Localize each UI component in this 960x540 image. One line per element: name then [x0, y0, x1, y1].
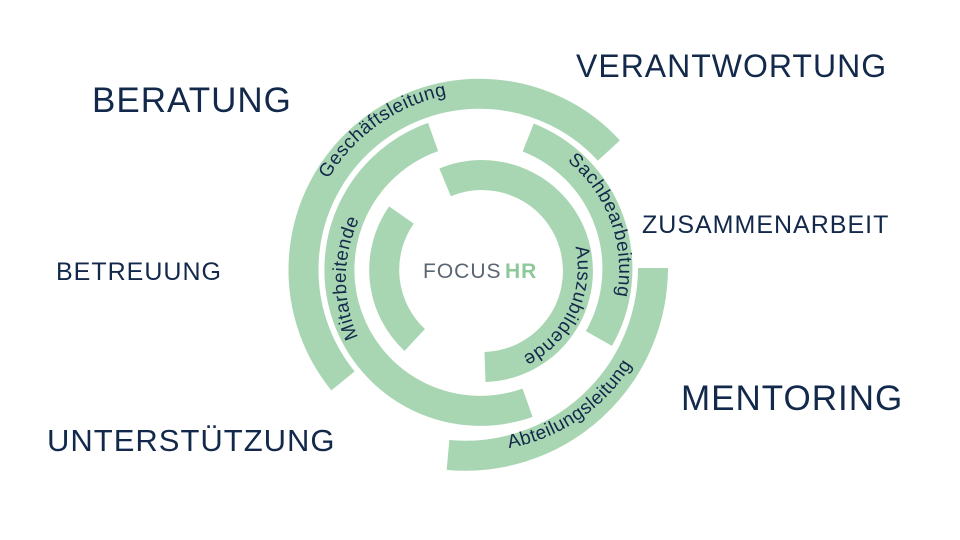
ring-second-left	[324, 122, 533, 426]
word-betreuung: BETREUUNG	[56, 258, 222, 286]
word-zusammenarbeit: ZUSAMMENARBEIT	[642, 211, 890, 239]
word-unterstuetzung: UNTERSTÜTZUNG	[47, 423, 336, 458]
logo-focus: FOCUS	[423, 260, 502, 283]
ring-inner-right	[439, 160, 593, 382]
ring-inner-left	[369, 206, 426, 351]
word-verantwortung: VERANTWORTUNG	[576, 48, 888, 84]
ring-outer-left	[288, 78, 620, 391]
ring-outer-right	[446, 267, 668, 471]
ring-second-right	[522, 123, 633, 346]
word-mentoring: MENTORING	[681, 379, 904, 418]
focus-hr-logo: FOCUS HR	[423, 260, 537, 283]
word-beratung: BERATUNG	[92, 81, 292, 120]
logo-hr: HR	[505, 260, 537, 283]
